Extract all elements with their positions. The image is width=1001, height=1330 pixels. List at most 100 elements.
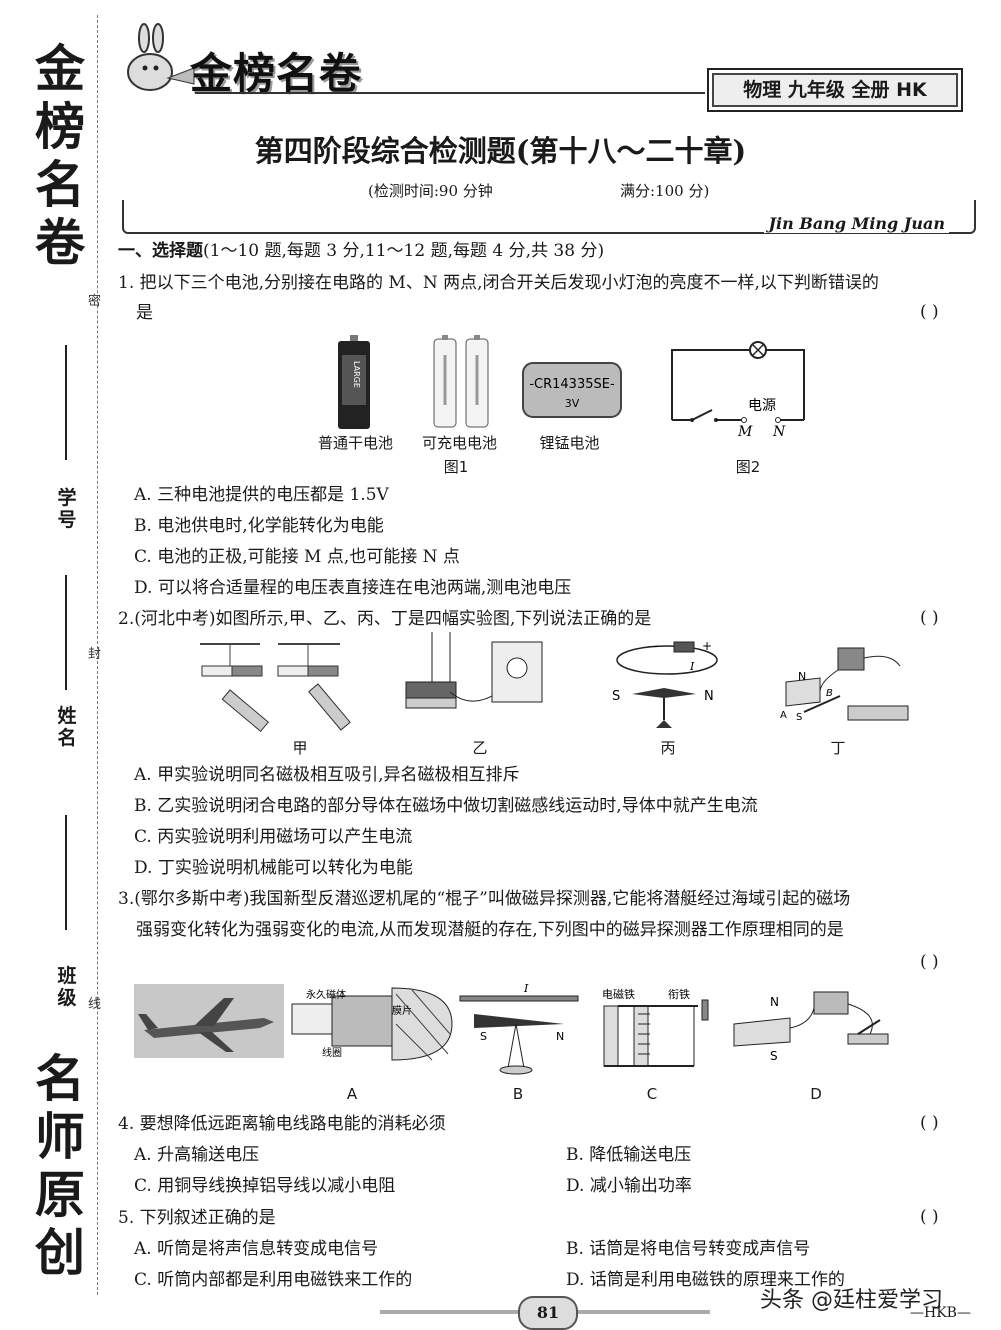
permanent-magnet-label: 永久磁体	[306, 988, 346, 1001]
header-rule	[195, 92, 705, 94]
oersted-experiment-bing: + - I S N	[612, 639, 718, 728]
q3-answer-blank[interactable]: ( )	[920, 952, 939, 972]
q5-option-c[interactable]: C. 听筒内部都是利用电磁铁来工作的	[134, 1270, 413, 1290]
electromagnetic-relay-diagram-c: 电磁铁 衔铁	[602, 988, 709, 1067]
motor-experiment-ding: N A B S	[780, 647, 909, 723]
q1-option-c[interactable]: C. 电池的正极,可能接 M 点,也可能接 N 点	[134, 547, 460, 567]
dry-battery-icon: LARGE	[338, 335, 370, 429]
fig-a-label: A	[346, 1085, 358, 1103]
ding-n: N	[798, 670, 806, 683]
seal-feng: 封	[88, 647, 102, 662]
d-pole-s: S	[770, 1049, 778, 1063]
q1-answer-blank[interactable]: ( )	[920, 302, 939, 322]
logo-text: 金榜名卷	[190, 49, 363, 98]
fig-ding-label: 丁	[830, 739, 846, 757]
student-id-line[interactable]	[65, 345, 67, 460]
circuit-diagram: 电源 M N	[671, 341, 805, 440]
q5-answer-blank[interactable]: ( )	[920, 1207, 939, 1227]
q1-stem-line1: 1. 把以下三个电池,分别接在电路的 M、N 两点,闭合开关后发现小灯泡的亮度不…	[118, 273, 879, 293]
section-note: (1～10 题,每题 3 分,11～12 题,每题 4 分,共 38 分)	[203, 241, 605, 261]
binding-dashed-line	[97, 15, 98, 1295]
diaphragm-label: 膜片	[392, 1004, 412, 1017]
q4-answer-blank[interactable]: ( )	[920, 1113, 939, 1133]
battery-brand-text: LARGE	[352, 361, 361, 388]
ding-b: B	[826, 688, 833, 699]
cr-volt: 3V	[565, 397, 580, 410]
q1-stem-line2: 是	[136, 303, 153, 323]
cr-label: -CR14335SE-	[529, 377, 615, 392]
q5-option-d[interactable]: D. 话筒是利用电磁铁的原理来工作的	[566, 1270, 845, 1290]
q3-stem-line2: 强弱变化转化为强弱变化的电流,从而发现潜艇的存在,下列图中的磁异探测器工作原理相…	[136, 920, 844, 940]
q2-option-b[interactable]: B. 乙实验说明闭合电路的部分导体在磁场中做切割磁感线运动时,导体中就产生电流	[134, 796, 758, 816]
seal-mi: 密	[88, 294, 102, 309]
fig-c-label: C	[646, 1085, 658, 1103]
q4-option-c[interactable]: C. 用铜导线换掉铝导线以减小电阻	[134, 1176, 396, 1196]
motor-circuit-diagram-d: N S	[733, 991, 889, 1063]
fig-bing-label: 丙	[660, 739, 676, 757]
q2-option-a[interactable]: A. 甲实验说明同名磁极相互吸引,异名磁极相互排斥	[134, 765, 520, 785]
subject-badge: 物理 九年级 全册 HK	[707, 68, 963, 112]
electromagnet-label: 电磁铁	[602, 988, 635, 1001]
battery2-caption: 可充电电池	[421, 434, 497, 452]
q1-option-a[interactable]: A. 三种电池提供的电压都是 1.5V	[134, 485, 389, 505]
fig-b-label: B	[512, 1085, 524, 1103]
fig-jia-label: 甲	[292, 739, 308, 757]
q2-stem: 2.(河北中考)如图所示,甲、乙、丙、丁是四幅实验图,下列说法正确的是	[118, 609, 652, 629]
battery1-caption: 普通干电池	[317, 434, 393, 452]
patrol-aircraft-image	[134, 984, 284, 1058]
q2-option-d[interactable]: D. 丁实验说明机械能可以转化为电能	[134, 858, 413, 878]
rabbit-logo-icon	[127, 23, 195, 91]
pole-n: N	[704, 689, 714, 704]
d-pole-n: N	[770, 995, 779, 1009]
coil-label: 线圈	[322, 1046, 342, 1059]
ding-a: A	[780, 710, 787, 721]
pole-s: S	[612, 689, 620, 704]
q2-option-c[interactable]: C. 丙实验说明利用磁场可以产生电流	[134, 827, 413, 847]
q4-option-a[interactable]: A. 升高输送电压	[134, 1145, 260, 1165]
fig2-caption: 图2	[735, 458, 761, 476]
minus-sign: -	[654, 639, 658, 653]
q4-stem: 4. 要想降低远距离输电线路电能的消耗必须	[118, 1114, 446, 1134]
side-brand-top: 金榜名卷	[30, 40, 90, 272]
plus-sign: +	[702, 639, 712, 653]
battery3-caption: 锂锰电池	[539, 434, 600, 452]
fig-yi-label: 乙	[472, 739, 488, 757]
b-current-i: I	[523, 982, 529, 995]
b-pole-n: N	[556, 1030, 564, 1043]
current-i: I	[689, 660, 695, 673]
fig1-caption: 图1	[443, 458, 469, 476]
slogan: Jin Bang Ming Juan	[764, 214, 949, 233]
name-line[interactable]	[65, 575, 67, 690]
name-label: 姓名	[57, 705, 77, 749]
class-label: 班级	[57, 965, 77, 1009]
power-source-label: 电源	[748, 398, 776, 414]
page-number: 81	[518, 1296, 578, 1330]
point-n: N	[772, 424, 786, 440]
q4-option-d[interactable]: D. 减小输出功率	[566, 1176, 692, 1196]
q5-stem: 5. 下列叙述正确的是	[118, 1208, 276, 1228]
student-id-label: 学号	[57, 487, 77, 531]
q1-option-b[interactable]: B. 电池供电时,化学能转化为电能	[134, 516, 384, 536]
b-pole-s: S	[480, 1030, 487, 1043]
side-brand-top-text: 金榜名卷	[35, 40, 85, 272]
section-heading: 一、选择题(1～10 题,每题 3 分,11～12 题,每题 4 分,共 38 …	[118, 240, 604, 262]
compass-wire-diagram-b: I S N	[459, 982, 579, 1075]
page-title: 第四阶段综合检测题(第十八～二十章)	[254, 134, 747, 168]
q1-option-d[interactable]: D. 可以将合适量程的电压表直接连在电池两端,测电池电压	[134, 578, 572, 598]
lithium-battery-icon: -CR14335SE- 3V	[522, 362, 622, 418]
point-m: M	[737, 424, 753, 440]
exam-score: 满分:100 分)	[620, 182, 710, 200]
header-bracket	[122, 200, 976, 234]
q4-option-b[interactable]: B. 降低输送电压	[566, 1145, 692, 1165]
q5-option-b[interactable]: B. 话筒是将电信号转变成声信号	[566, 1239, 811, 1259]
q2-answer-blank[interactable]: ( )	[920, 608, 939, 628]
exam-time: (检测时间:90 分钟	[368, 182, 493, 200]
q5-option-a[interactable]: A. 听筒是将声信息转变成电信号	[134, 1239, 379, 1259]
armature-label: 衔铁	[668, 988, 690, 1001]
class-line[interactable]	[65, 815, 67, 930]
microphone-diagram-a: 永久磁体 膜片 线圈	[291, 987, 453, 1061]
side-brand-bottom: 名师原创	[30, 1050, 90, 1282]
seal-xian: 线	[88, 997, 102, 1012]
ding-s: S	[796, 712, 802, 723]
section-title: 一、选择题	[118, 241, 203, 261]
